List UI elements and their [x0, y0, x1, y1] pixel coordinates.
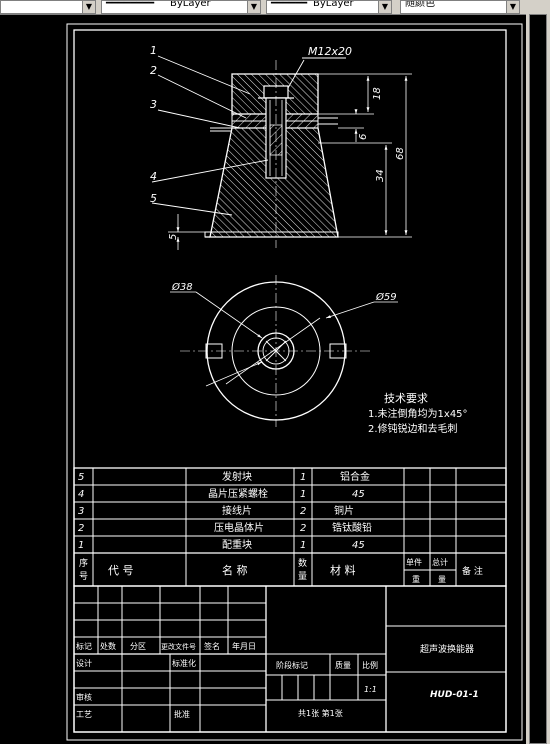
plotstyle-combo[interactable]: 随颜色 ▼ — [400, 0, 520, 14]
bom-header-qty2: 量 — [298, 571, 307, 582]
bom-header-qty1: 数 — [298, 557, 307, 569]
bom-qty-5: 1 — [300, 472, 306, 483]
titleblock-grid — [73, 585, 507, 733]
linetype-value: ByLayer — [170, 0, 211, 9]
bom-qty-3: 2 — [300, 506, 306, 517]
dim-dia38: Ø38 — [171, 281, 193, 293]
bom-header-name: 名 称 — [222, 563, 248, 577]
tb-sheets: 共1张 第1张 — [298, 708, 343, 718]
section-view — [204, 60, 339, 248]
bom-header-code: 代 号 — [108, 564, 134, 577]
lineweight-combo[interactable]: ━━━━━━ ByLayer ▼ — [266, 0, 392, 14]
bom-material-4: 45 — [352, 489, 365, 500]
bom-no-2: 2 — [78, 523, 84, 534]
tb-qianming: 签名 — [204, 641, 220, 651]
bom-no-1: 1 — [78, 540, 84, 551]
lineweight-value: ByLayer — [313, 0, 354, 9]
tb-sheji: 设计 — [76, 658, 92, 668]
bom-header-total2: 量 — [438, 575, 446, 584]
bom-material-2: 锆钛酸铅 — [332, 521, 372, 534]
tb-drawing-code: HUD-01-1 — [430, 690, 479, 700]
plotstyle-value: 随颜色 — [405, 0, 435, 9]
bom-name-5: 发射块 — [222, 470, 252, 483]
chevron-down-icon[interactable]: ▼ — [82, 1, 95, 13]
vertical-scrollbar[interactable] — [526, 14, 550, 744]
bom-header-xu: 序 — [79, 557, 88, 569]
tb-chushu: 处数 — [100, 641, 116, 651]
tb-nianyueri: 年月日 — [232, 641, 256, 651]
bom-no-4: 4 — [78, 489, 84, 500]
bom-material-3: 铜片 — [334, 504, 354, 517]
tb-drawing-name: 超声波换能器 — [420, 643, 474, 655]
part-leaders — [151, 55, 305, 216]
bom-qty-4: 1 — [300, 489, 306, 500]
tb-fenqu: 分区 — [130, 642, 146, 651]
part-label-1: 1 — [150, 44, 157, 57]
bom-header-single1: 单件 — [406, 557, 422, 567]
notes-title: 技术要求 — [384, 392, 428, 405]
tb-gongyi: 工艺 — [76, 710, 92, 719]
tb-gengwen: 更改文件号 — [161, 642, 196, 651]
layer-combo[interactable]: ▼ — [0, 0, 96, 14]
dimension-lines — [168, 73, 412, 250]
lineweight-sample: ━━━━━━ — [271, 0, 308, 9]
bom-no-5: 5 — [78, 472, 84, 483]
properties-toolbar: ▼ ━━━━━━━━ ByLayer ▼ ━━━━━━ ByLayer ▼ 随颜… — [0, 0, 550, 15]
tb-scale: 1:1 — [364, 685, 377, 694]
bom-name-4: 晶片压紧螺栓 — [208, 487, 268, 500]
bom-material-5: 铝合金 — [340, 470, 370, 483]
top-view — [180, 275, 375, 427]
dim-5: 5 — [168, 234, 179, 240]
bom-material-1: 45 — [352, 540, 365, 551]
chevron-down-icon[interactable]: ▼ — [247, 1, 260, 13]
tb-jieduan: 阶段标记 — [276, 660, 308, 670]
linetype-sample: ━━━━━━━━ — [106, 0, 155, 9]
part-label-2: 2 — [150, 64, 157, 77]
dim-68: 68 — [395, 147, 406, 160]
bom-header-single2: 重 — [412, 574, 420, 584]
bom-qty-1: 1 — [300, 540, 306, 551]
dim-34: 34 — [375, 169, 386, 182]
bom-grid — [73, 467, 507, 587]
bom-header-remark: 备 注 — [462, 565, 483, 577]
bom-qty-2: 2 — [300, 523, 306, 534]
tb-biaozhunhua: 标准化 — [172, 658, 196, 668]
tb-shenhe: 审核 — [76, 692, 92, 702]
notes-line-2: 2.修钝锐边和去毛刺 — [368, 422, 458, 435]
bom-header-total1: 总计 — [432, 557, 448, 567]
dim-18: 18 — [372, 87, 383, 100]
linetype-combo[interactable]: ━━━━━━━━ ByLayer ▼ — [101, 0, 261, 14]
tb-zhongliang: 质量 — [335, 660, 351, 670]
bom-header-material: 材 料 — [330, 563, 356, 577]
tb-pizhun: 批准 — [174, 709, 190, 719]
part-label-3: 3 — [150, 98, 157, 111]
bom-name-2: 压电晶体片 — [214, 521, 264, 534]
bom-header-hao: 号 — [79, 571, 88, 582]
notes-line-1: 1.未注倒角均为1x45° — [368, 407, 468, 420]
dim-6: 6 — [358, 134, 369, 140]
bom-name-3: 接线片 — [222, 504, 252, 517]
tb-biaoji: 标记 — [76, 641, 92, 651]
outer-border — [66, 23, 523, 741]
chevron-down-icon[interactable]: ▼ — [378, 1, 391, 13]
part-label-5: 5 — [150, 192, 157, 205]
tb-bili: 比例 — [362, 660, 378, 670]
dim-dia59: Ø59 — [375, 291, 397, 303]
part-label-4: 4 — [150, 170, 157, 183]
bom-no-3: 3 — [78, 506, 84, 517]
bom-name-1: 配重块 — [222, 538, 252, 551]
chevron-down-icon[interactable]: ▼ — [506, 1, 519, 13]
thread-callout: M12x20 — [308, 45, 352, 58]
